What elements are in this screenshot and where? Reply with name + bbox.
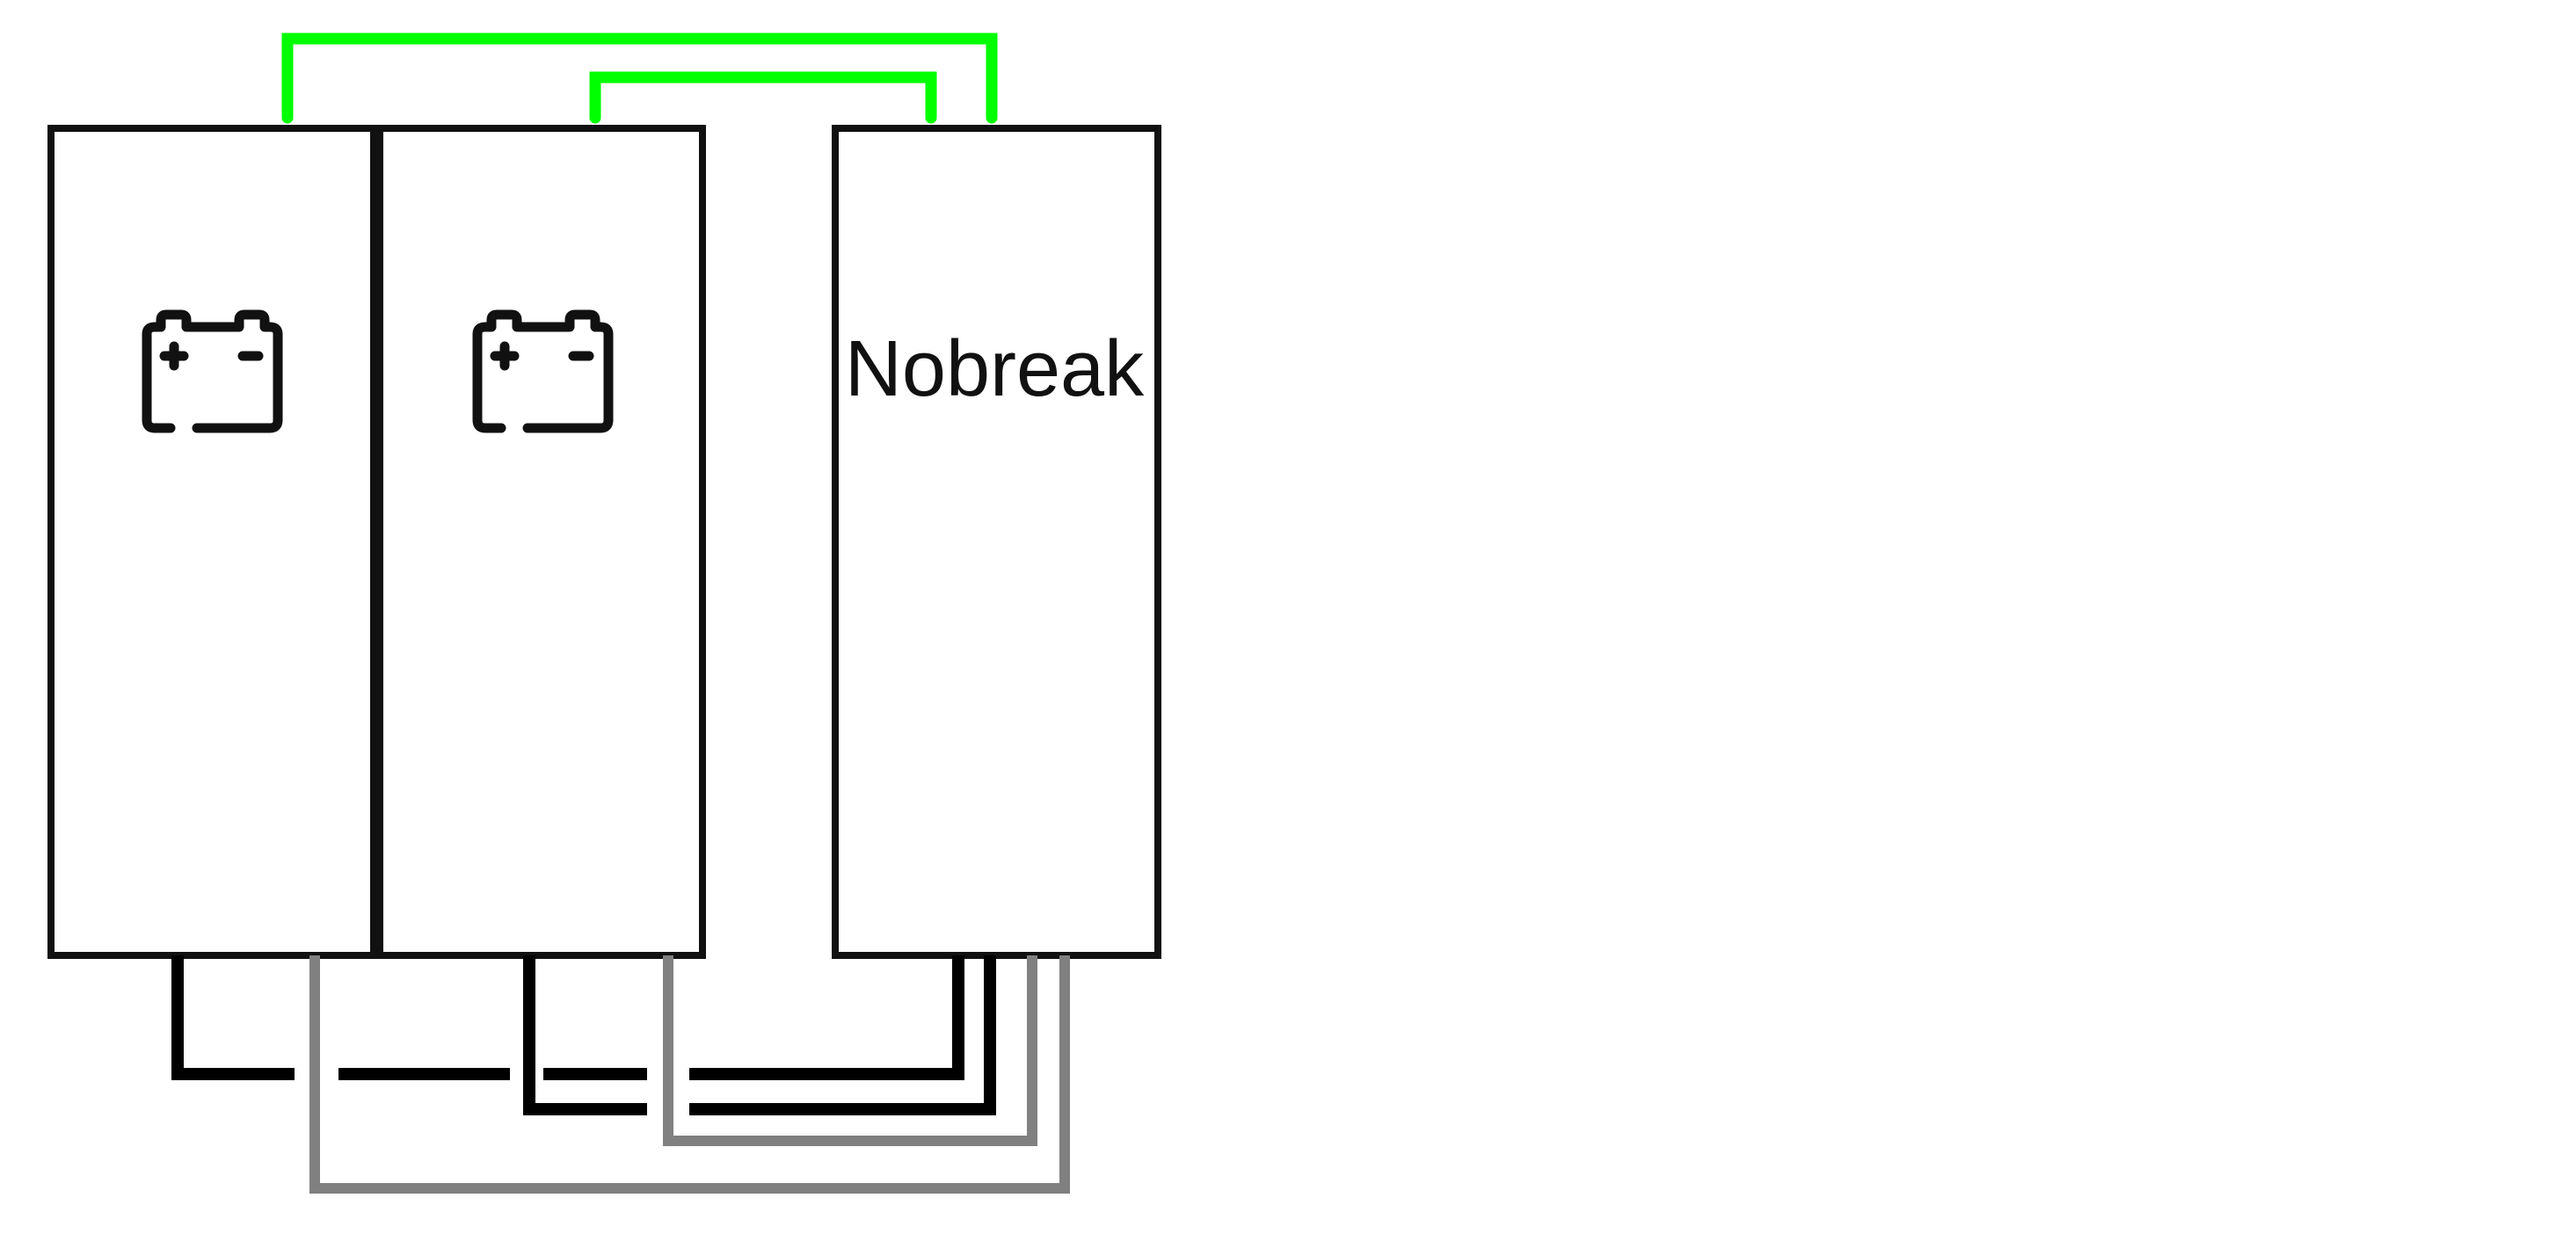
gray-wires [309,955,1070,1194]
gray-wire-battery1-to-nobreak [309,955,1070,1194]
black-wire-battery2-to-nobreak [523,955,996,1115]
plus-sign [159,341,189,371]
gray-wire-battery2-to-nobreak [663,955,1037,1146]
green-wire-battery2-to-nobreak [589,71,937,124]
black-wire-battery1-to-nobreak [171,955,964,1080]
battery-icon-body [142,309,283,433]
nobreak-cabinet [832,125,1161,959]
battery-icon-body [472,309,614,433]
green-wires [281,33,998,124]
green-wire-battery1-to-nobreak [281,33,998,124]
battery-cabinet-1 [47,125,377,959]
black-wires [171,955,996,1115]
nobreak-label: Nobreak [845,325,1145,413]
battery-cabinet-2 [376,125,706,959]
battery-icon [142,309,283,433]
battery-icon [472,309,614,433]
plus-sign [490,341,520,371]
